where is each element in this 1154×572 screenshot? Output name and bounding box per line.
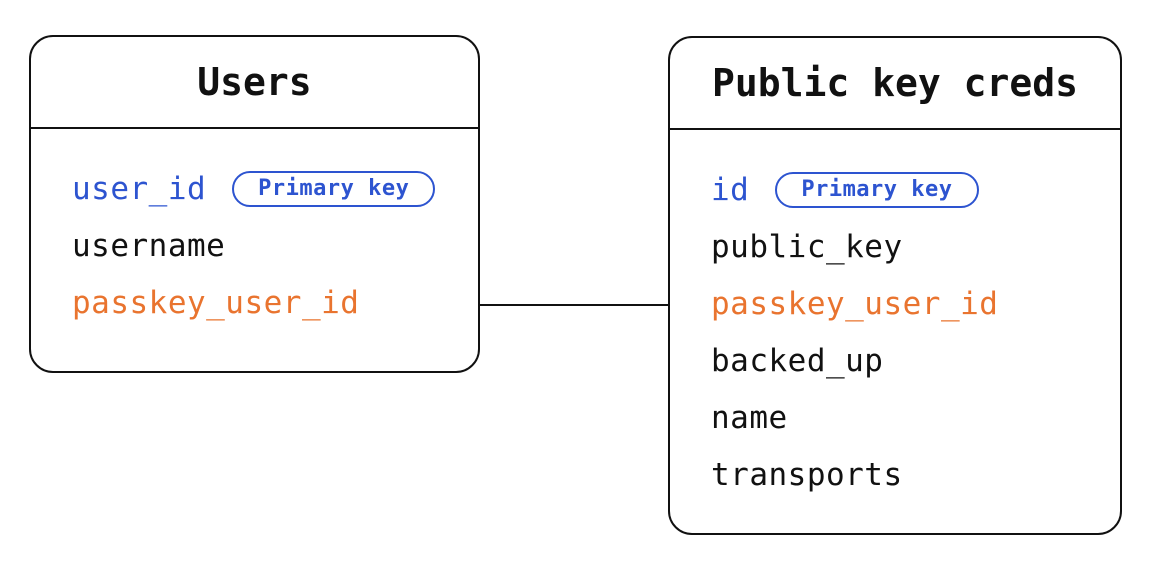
field-row-transports: transports <box>711 446 1120 503</box>
field-name: id <box>711 171 750 208</box>
field-row-passkey-user-id: passkey_user_id <box>72 274 478 331</box>
relationship-line <box>480 304 668 306</box>
table-users-header: Users <box>31 37 478 129</box>
table-public-key-creds-body: id Primary key public_key passkey_user_i… <box>670 130 1120 503</box>
field-name: user_id <box>72 170 207 207</box>
field-name: username <box>72 227 226 264</box>
table-users-body: user_id Primary key username passkey_use… <box>31 129 478 331</box>
primary-key-badge: Primary key <box>232 170 436 207</box>
field-name: backed_up <box>711 342 884 379</box>
field-row-public-key: public_key <box>711 218 1120 275</box>
field-row-id: id Primary key <box>711 161 1120 218</box>
field-name: passkey_user_id <box>711 285 999 322</box>
field-name: public_key <box>711 228 903 265</box>
table-public-key-creds-header: Public key creds <box>670 38 1120 130</box>
field-row-backed-up: backed_up <box>711 332 1120 389</box>
field-name: transports <box>711 456 903 493</box>
primary-key-badge: Primary key <box>775 171 979 208</box>
table-users: Users user_id Primary key username passk… <box>29 35 480 373</box>
field-row-passkey-user-id: passkey_user_id <box>711 275 1120 332</box>
field-name: name <box>711 399 788 436</box>
field-row-user-id: user_id Primary key <box>72 160 478 217</box>
table-users-title: Users <box>197 60 312 104</box>
table-public-key-creds-title: Public key creds <box>711 61 1079 105</box>
field-row-username: username <box>72 217 478 274</box>
field-row-name: name <box>711 389 1120 446</box>
table-public-key-creds: Public key creds id Primary key public_k… <box>668 36 1122 535</box>
field-name: passkey_user_id <box>72 284 360 321</box>
